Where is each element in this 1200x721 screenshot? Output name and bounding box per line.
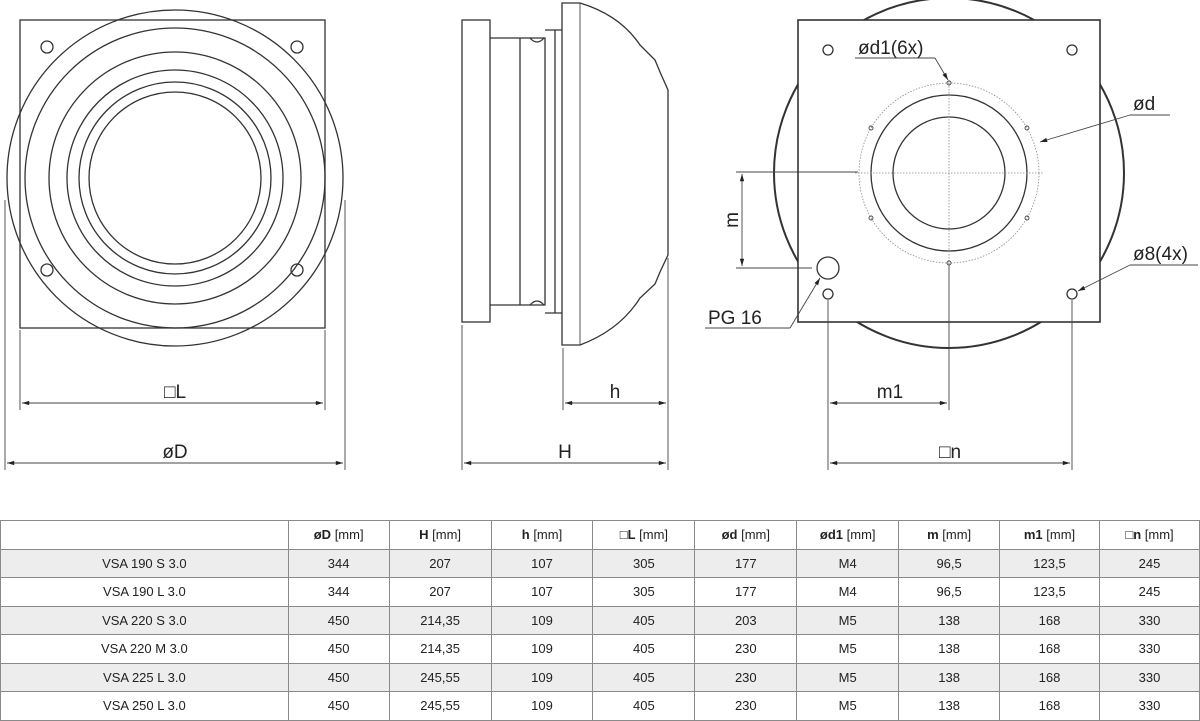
value-cell: 123,5: [999, 577, 1100, 607]
value-cell: M5: [796, 691, 900, 721]
header-model: [0, 520, 289, 550]
value-cell: 450: [287, 634, 390, 664]
value-cell: 405: [592, 662, 696, 692]
value-cell: M5: [796, 634, 900, 664]
value-cell: 168: [999, 605, 1100, 635]
value-cell: 230: [694, 662, 798, 692]
header-m: m [mm]: [898, 520, 1001, 550]
dim-label-n: □n: [939, 442, 961, 463]
value-cell: M4: [796, 577, 900, 607]
value-cell: 214,35: [388, 605, 492, 635]
model-cell: VSA 220 S 3.0: [0, 605, 289, 635]
dim-label-m1: m1: [877, 382, 903, 403]
value-cell: 203: [694, 605, 798, 635]
dim-label-h: h: [610, 382, 621, 403]
value-cell: 450: [287, 691, 390, 721]
dim-label-L: □L: [164, 382, 186, 403]
value-cell: 245,55: [388, 662, 492, 692]
value-cell: 214,35: [388, 634, 492, 664]
model-cell: VSA 190 S 3.0: [0, 548, 289, 578]
label-pg16: PG 16: [708, 308, 762, 329]
value-cell: 305: [592, 548, 696, 578]
value-cell: 177: [694, 548, 798, 578]
value-cell: 109: [490, 691, 594, 721]
dim-label-m: m: [722, 212, 743, 228]
value-cell: 450: [287, 662, 390, 692]
value-cell: 107: [490, 548, 594, 578]
value-cell: 109: [490, 662, 594, 692]
value-cell: 177: [694, 577, 798, 607]
value-cell: 330: [1098, 662, 1200, 692]
value-cell: 230: [694, 634, 798, 664]
model-cell: VSA 225 L 3.0: [0, 662, 289, 692]
side-view: h H: [461, 2, 669, 470]
value-cell: 168: [999, 634, 1100, 664]
model-cell: VSA 220 M 3.0: [0, 634, 289, 664]
value-cell: M5: [796, 605, 900, 635]
value-cell: 330: [1098, 605, 1200, 635]
header-d1: ød1 [mm]: [796, 520, 900, 550]
value-cell: 138: [898, 691, 1001, 721]
front-view: □L øD: [4, 9, 346, 470]
value-cell: 96,5: [898, 548, 1001, 578]
header-D: øD [mm]: [287, 520, 390, 550]
value-cell: 107: [490, 577, 594, 607]
dim-label-H: H: [558, 442, 572, 463]
value-cell: 138: [898, 662, 1001, 692]
header-H: H [mm]: [388, 520, 492, 550]
value-cell: 450: [287, 605, 390, 635]
value-cell: 168: [999, 691, 1100, 721]
dimensions-table: øD [mm] H [mm] h [mm] □L [mm] ød [mm] ød…: [0, 520, 1200, 721]
header-m1: m1 [mm]: [999, 520, 1100, 550]
value-cell: 230: [694, 691, 798, 721]
value-cell: 109: [490, 634, 594, 664]
value-cell: 330: [1098, 634, 1200, 664]
pg16-gland-icon: [816, 256, 840, 280]
label-d: ød: [1133, 94, 1155, 115]
label-hole-8: ø8(4x): [1133, 244, 1188, 265]
value-cell: 330: [1098, 691, 1200, 721]
value-cell: 245,55: [388, 691, 492, 721]
table-header-row: øD [mm] H [mm] h [mm] □L [mm] ød [mm] ød…: [0, 520, 1200, 550]
header-d: ød [mm]: [694, 520, 798, 550]
value-cell: 405: [592, 634, 696, 664]
model-cell: VSA 250 L 3.0: [0, 691, 289, 721]
value-cell: 305: [592, 577, 696, 607]
value-cell: 138: [898, 634, 1001, 664]
value-cell: 207: [388, 577, 492, 607]
value-cell: 245: [1098, 548, 1200, 578]
value-cell: 168: [999, 662, 1100, 692]
value-cell: 207: [388, 548, 492, 578]
header-L: □L [mm]: [592, 520, 696, 550]
value-cell: 405: [592, 691, 696, 721]
value-cell: M4: [796, 548, 900, 578]
back-view: m m1 □n ød1(6x) ød ø8(4x) PG 16: [705, 0, 1198, 470]
value-cell: 245: [1098, 577, 1200, 607]
value-cell: 109: [490, 605, 594, 635]
dim-label-D: øD: [162, 442, 187, 463]
header-n: □n [mm]: [1098, 520, 1200, 550]
mounting-hole-icons: [40, 40, 304, 277]
value-cell: M5: [796, 662, 900, 692]
model-cell: VSA 190 L 3.0: [0, 577, 289, 607]
value-cell: 405: [592, 605, 696, 635]
value-cell: 344: [287, 548, 390, 578]
value-cell: 138: [898, 605, 1001, 635]
value-cell: 96,5: [898, 577, 1001, 607]
corner-hole-icons: [822, 44, 1078, 300]
technical-drawing: □L øD h H: [4, 0, 1198, 470]
header-h: h [mm]: [490, 520, 594, 550]
label-d1: ød1(6x): [858, 38, 923, 59]
value-cell: 344: [287, 577, 390, 607]
value-cell: 123,5: [999, 548, 1100, 578]
